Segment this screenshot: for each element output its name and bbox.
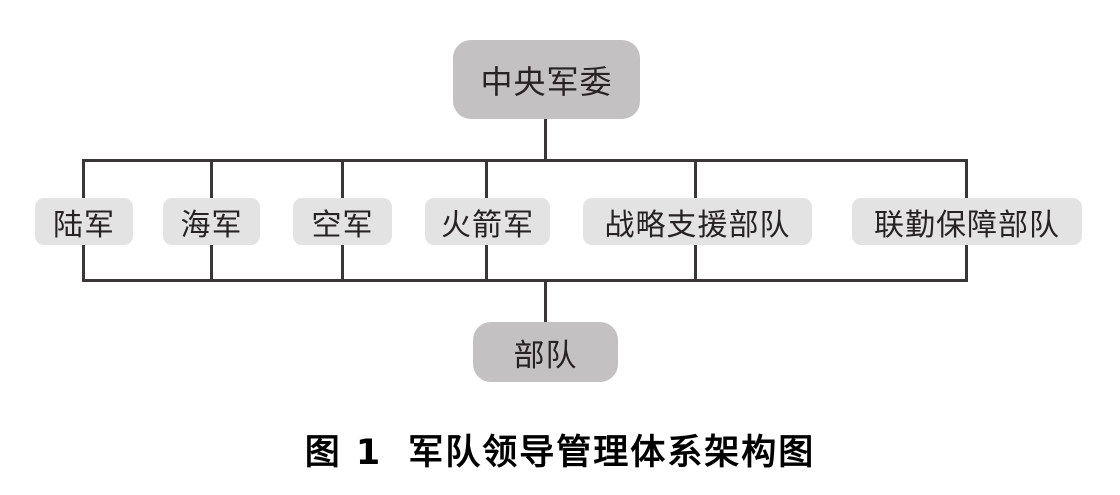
node-rocket-force: 火箭军 — [425, 198, 550, 245]
node-navy: 海军 — [163, 198, 260, 245]
connector-lower-bus — [82, 279, 968, 282]
node-joint-logistics-support-force: 联勤保障部队 — [852, 198, 1082, 245]
figure-caption: 图 1 军队领导管理体系架构图 — [0, 424, 1120, 475]
node-troops: 部队 — [473, 322, 618, 382]
connector-root-stem — [544, 119, 547, 160]
figure-caption-label: 图 1 — [304, 433, 383, 473]
connector-sink-stem — [544, 280, 547, 322]
node-airforce: 空军 — [293, 198, 392, 245]
node-army: 陆军 — [35, 198, 133, 245]
node-strategic-support-force: 战略支援部队 — [583, 198, 812, 245]
connector-upper-bus — [82, 159, 968, 162]
node-central-military-commission: 中央军委 — [453, 40, 640, 119]
figure-caption-title: 军队领导管理体系架构图 — [408, 433, 816, 473]
